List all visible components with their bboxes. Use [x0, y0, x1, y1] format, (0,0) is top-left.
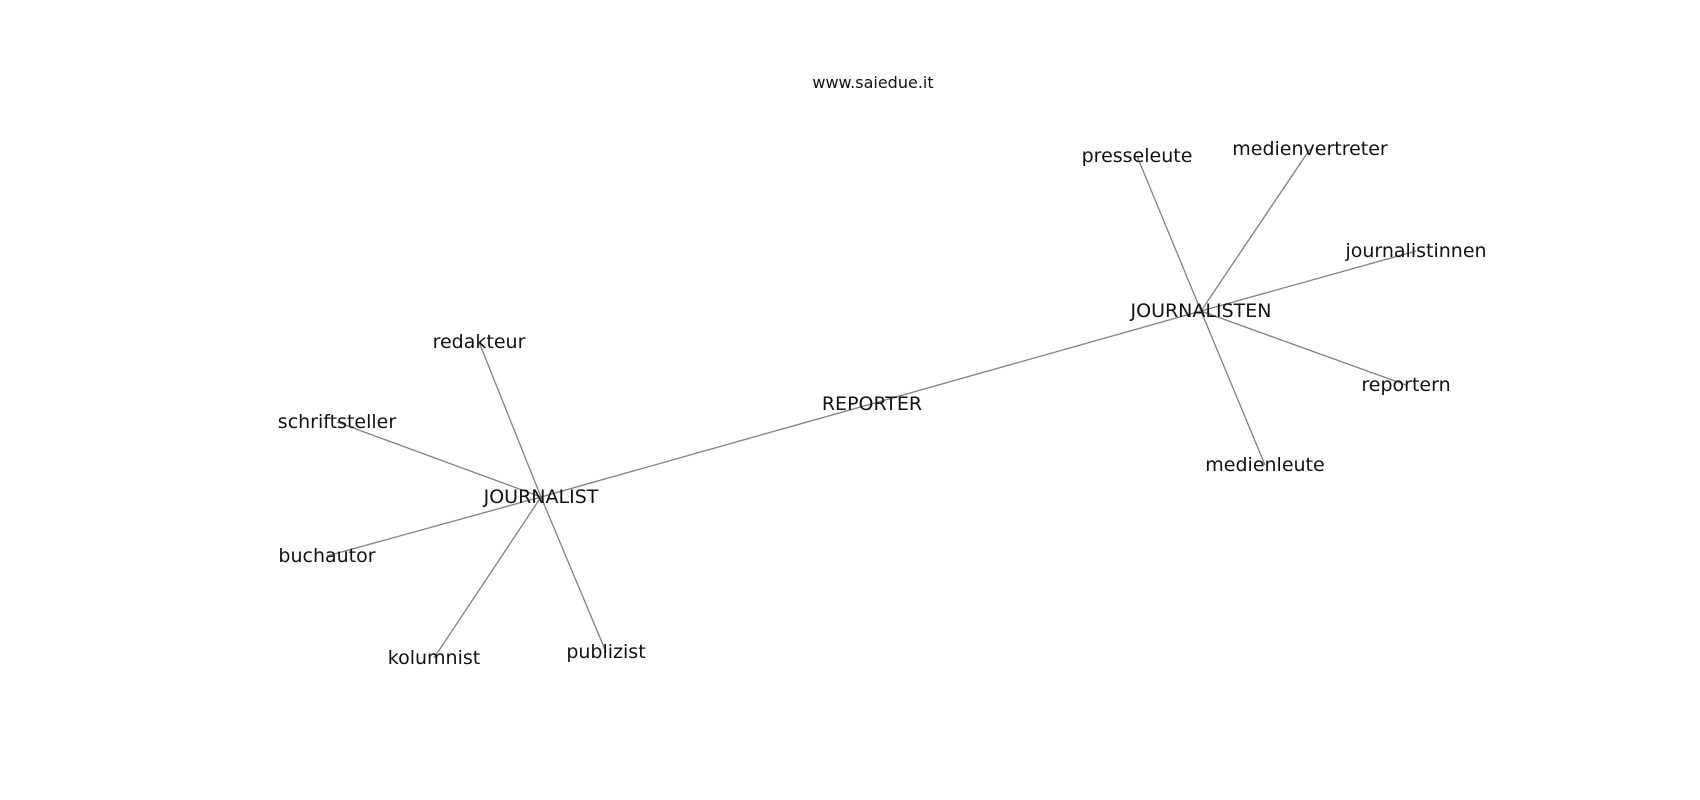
node-label-journalistinnen: journalistinnen	[1344, 240, 1486, 262]
edge-layer	[326, 148, 1417, 659]
node-label-journalisten: JOURNALISTEN	[1130, 300, 1272, 322]
watermark-text: www.saiedue.it	[812, 73, 933, 92]
edge-journalist-kolumnist	[433, 496, 542, 659]
edge-journalist-journalisten	[540, 310, 1202, 498]
node-label-journalist: JOURNALIST	[483, 486, 599, 508]
node-label-kolumnist: kolumnist	[388, 647, 480, 669]
edge-journalist-publizist	[540, 496, 607, 653]
node-label-buchautor: buchautor	[278, 545, 375, 567]
node-label-reportern: reportern	[1361, 374, 1450, 396]
node-label-publizist: publizist	[566, 641, 645, 663]
node-label-layer: REPORTER JOURNALIST JOURNALISTEN redakteur s…	[278, 138, 1487, 669]
node-label-medienvertreter: medienvertreter	[1232, 138, 1388, 160]
edge-journalisten-medienvertreter	[1200, 148, 1311, 312]
edge-journalisten-medienleute	[1200, 310, 1266, 466]
edge-journalist-buchautor	[326, 496, 542, 557]
node-label-presseleute: presseleute	[1082, 145, 1193, 167]
edge-journalisten-reportern	[1200, 310, 1407, 386]
node-label-schriftsteller: schriftsteller	[278, 411, 397, 433]
node-label-medienleute: medienleute	[1205, 454, 1324, 476]
edge-journalisten-presseleute	[1136, 155, 1202, 312]
node-label-redakteur: redakteur	[433, 331, 526, 353]
edge-journalisten-journalistinnen	[1200, 250, 1417, 312]
edge-journalist-redakteur	[478, 341, 542, 498]
node-label-reporter: REPORTER	[822, 393, 922, 415]
edge-journalist-schriftsteller	[336, 421, 542, 498]
